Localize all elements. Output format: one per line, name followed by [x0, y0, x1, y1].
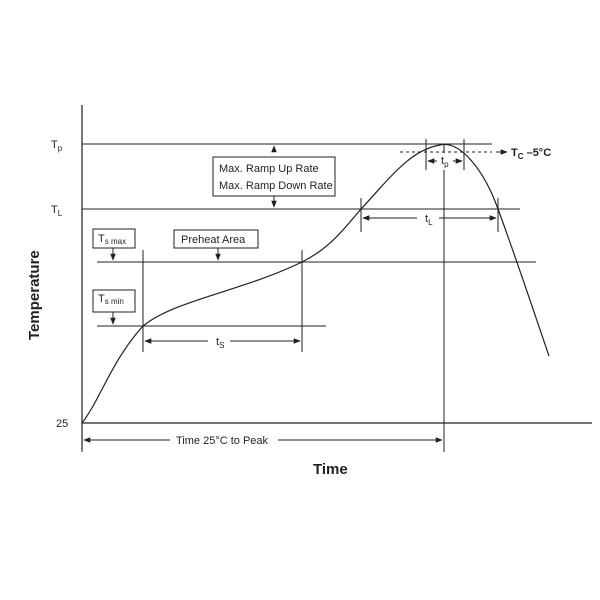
tick-tp-label: Tp: [51, 139, 63, 153]
tick-tl-label: TL: [51, 204, 63, 218]
tp-label-bg: [437, 153, 453, 170]
ts-min-label: Ts min: [98, 293, 124, 306]
tl-span-label: tL: [425, 213, 433, 227]
preheat-label: Preheat Area: [181, 234, 246, 246]
time-to-peak-label: Time 25°C to Peak: [176, 435, 269, 447]
x-axis-title: Time: [313, 461, 348, 478]
tl-label-bg: [417, 210, 439, 228]
time-label-bg: [170, 432, 278, 449]
ts-label-bg: [208, 333, 230, 351]
preheat-box: [173, 229, 259, 249]
ts-max-box: [92, 228, 136, 249]
tp-span-label: tp: [441, 155, 449, 169]
ts-min-box: [92, 289, 136, 313]
tick-25-label: 25: [56, 418, 68, 430]
ts-max-label: Ts max: [98, 233, 126, 246]
ramp-up-label: Max. Ramp Up Rate: [219, 163, 319, 175]
temperature-profile-curve: [81, 143, 550, 424]
ramp-down-label: Max. Ramp Down Rate: [219, 180, 333, 192]
ramp-rate-box: [212, 156, 336, 197]
y-axis-title: Temperature: [26, 250, 43, 340]
tc-label: TC –5°C: [511, 147, 551, 161]
ts-span-label: tS: [216, 336, 224, 350]
